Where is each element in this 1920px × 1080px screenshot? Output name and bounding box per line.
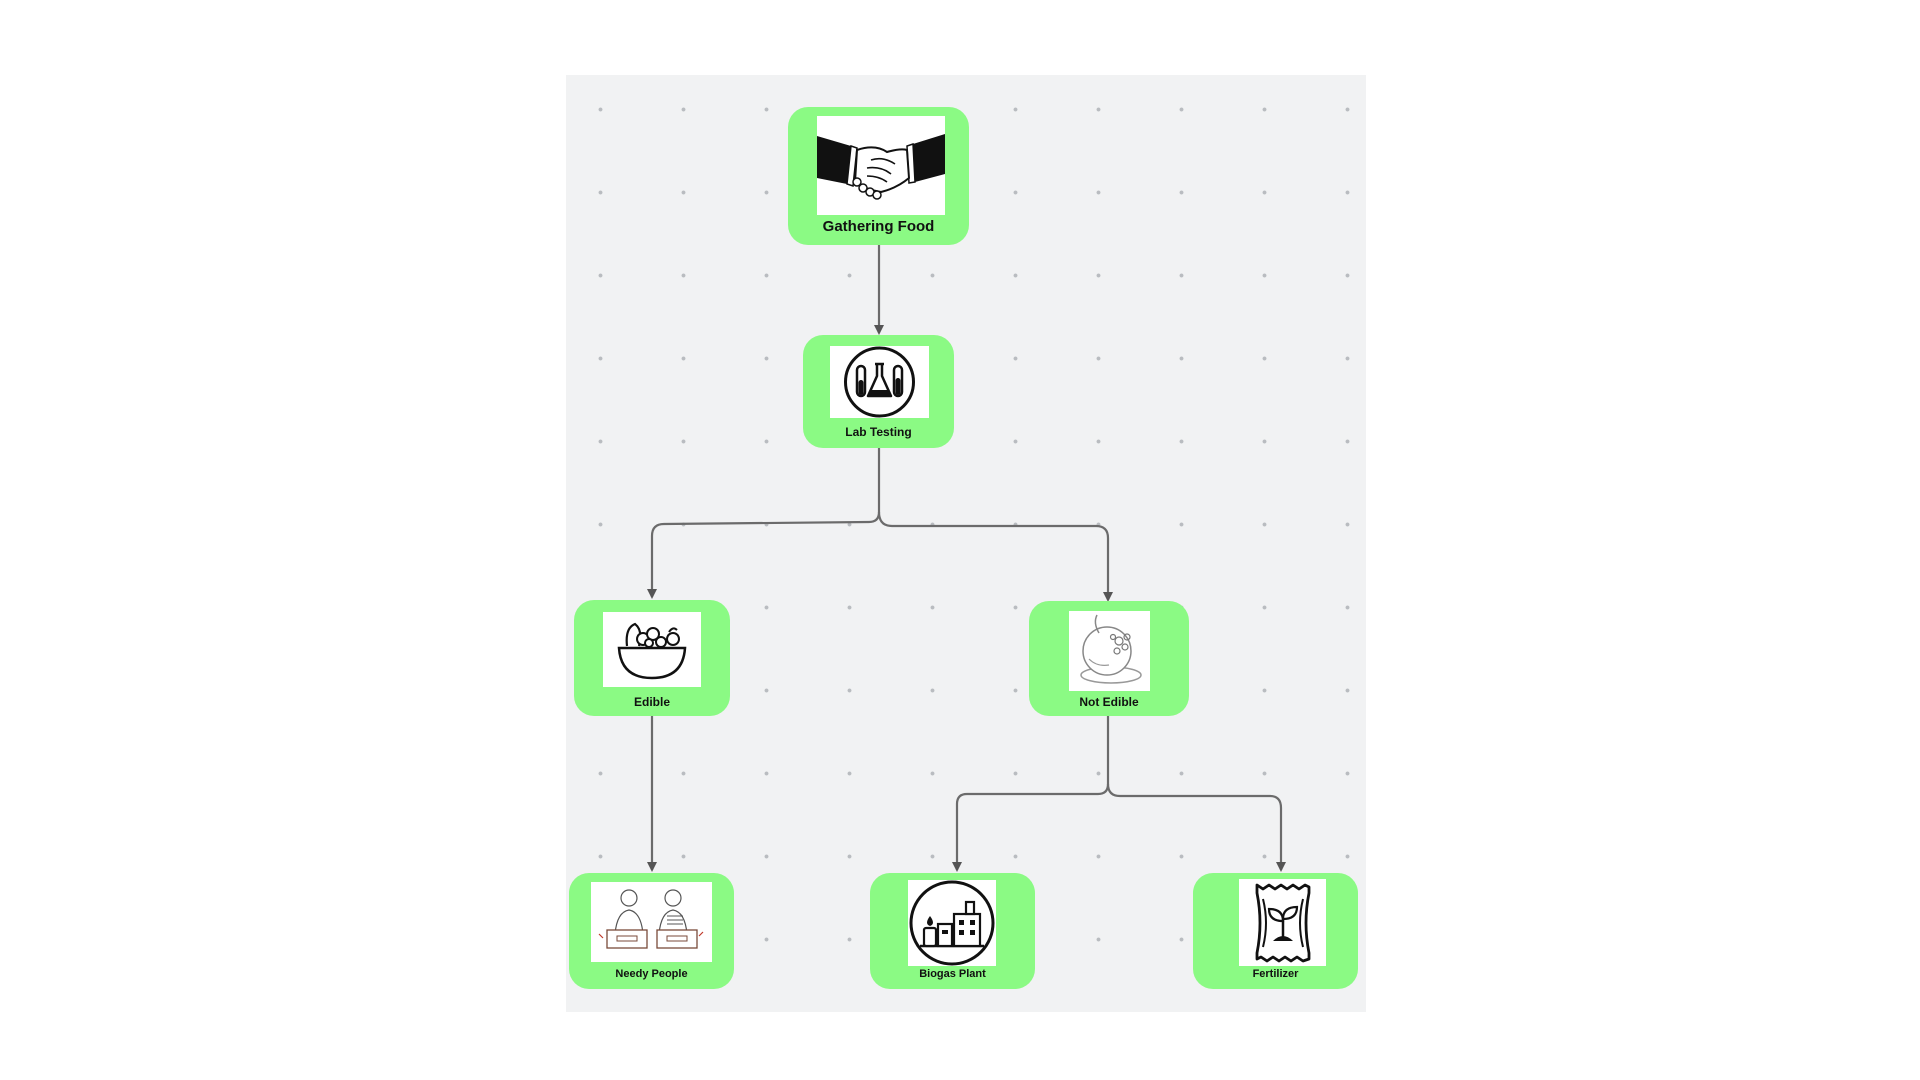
lab-flask-icon bbox=[844, 346, 915, 418]
people-with-boxes-icon bbox=[598, 889, 704, 949]
node-lab-testing[interactable]: Lab Testing bbox=[803, 335, 954, 448]
node-not-edible[interactable]: Not Edible bbox=[1029, 601, 1189, 716]
handshake-picture bbox=[817, 116, 945, 215]
edible-picture bbox=[603, 612, 701, 687]
biogas-picture bbox=[908, 880, 996, 966]
fruit-bowl-icon bbox=[617, 622, 687, 680]
edge-lab-edible bbox=[647, 448, 881, 599]
handshake-icon bbox=[817, 134, 945, 200]
node-gathering-food[interactable]: Gathering Food bbox=[788, 107, 969, 245]
node-label: Not Edible bbox=[1079, 695, 1139, 709]
node-biogas-plant[interactable]: Biogas Plant bbox=[870, 873, 1035, 989]
not-edible-picture bbox=[1069, 611, 1150, 691]
node-label: Biogas Plant bbox=[919, 968, 986, 980]
node-fertilizer[interactable]: Fertilizer bbox=[1193, 873, 1358, 989]
lab-picture bbox=[830, 346, 929, 418]
edge-lab-not-edible bbox=[877, 511, 1113, 602]
node-label: Fertilizer bbox=[1252, 968, 1299, 980]
edge-not-edible-fertilizer bbox=[1106, 783, 1286, 872]
node-needy-people[interactable]: Needy People bbox=[569, 873, 734, 989]
node-edible[interactable]: Edible bbox=[574, 600, 730, 716]
fertilizer-picture bbox=[1239, 879, 1326, 966]
node-label: Needy People bbox=[615, 968, 688, 980]
fertilizer-bag-icon bbox=[1255, 883, 1311, 963]
factory-icon bbox=[909, 880, 995, 966]
rotten-food-icon bbox=[1080, 614, 1142, 684]
node-label: Gathering Food bbox=[822, 218, 935, 235]
edge-not-edible-biogas bbox=[952, 716, 1110, 872]
node-label: Edible bbox=[633, 695, 670, 709]
needy-picture bbox=[591, 882, 712, 962]
node-label: Lab Testing bbox=[845, 425, 912, 439]
